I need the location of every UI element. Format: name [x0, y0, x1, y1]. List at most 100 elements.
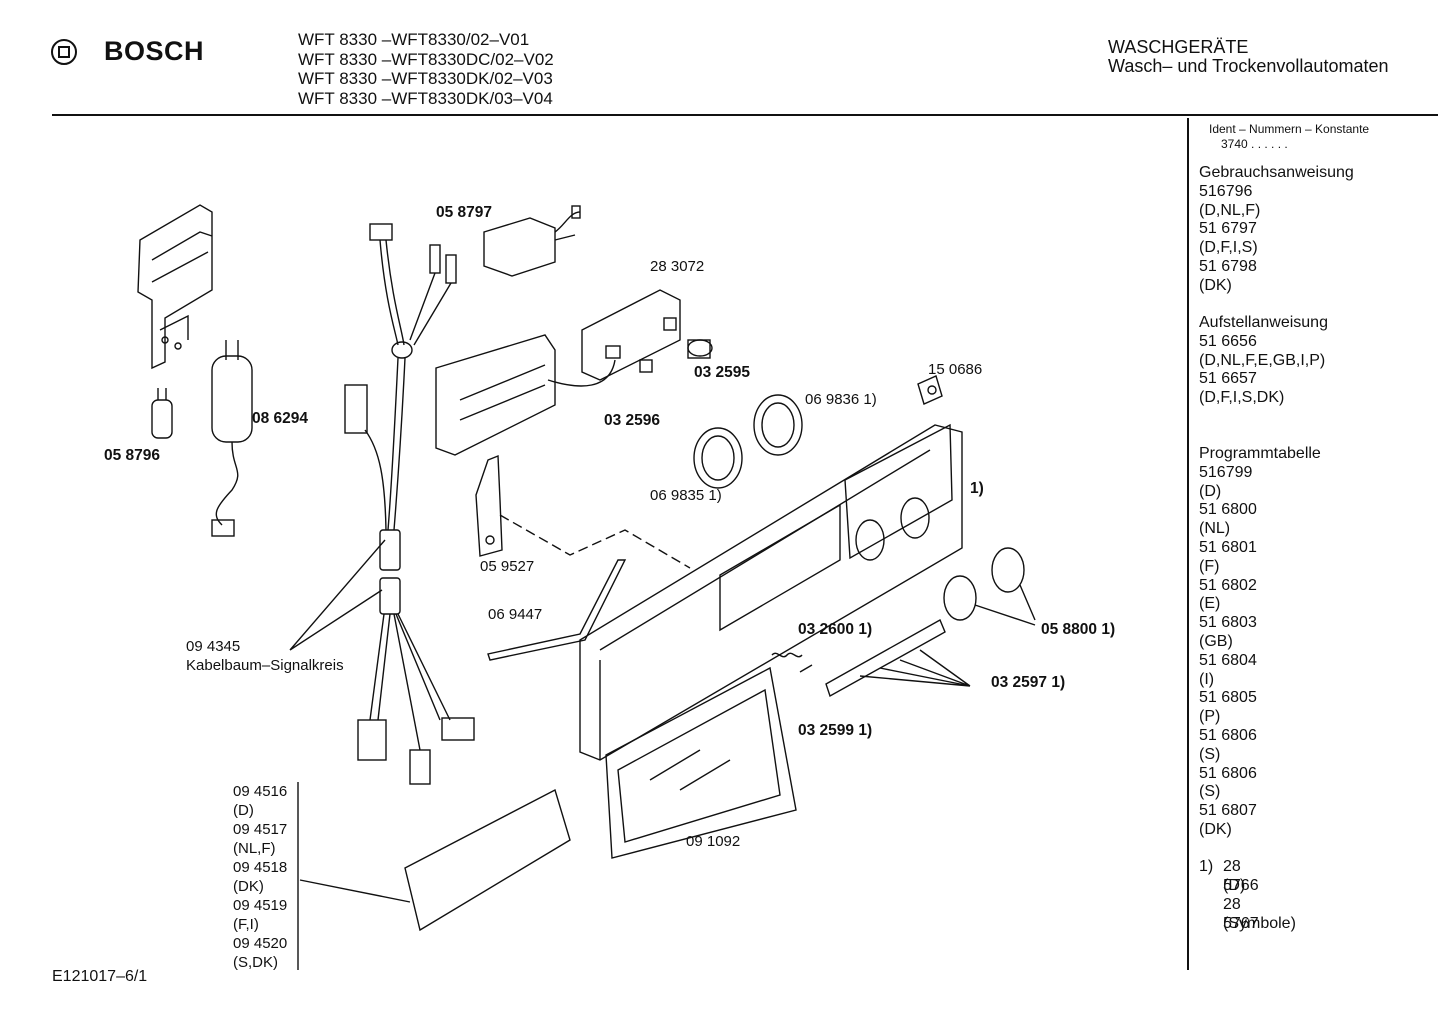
variant-lang: (DK): [233, 878, 264, 895]
doc-lang: (NL): [1199, 520, 1231, 538]
doc-number: 51 6804: [1199, 651, 1257, 669]
doc-number: 516799: [1199, 463, 1253, 481]
program-card-part: [297, 782, 571, 970]
model-line: WFT 8330 –WFT8330DK/03–V04: [298, 88, 553, 108]
doc-number: 51 6806: [1199, 726, 1257, 744]
section-aufstell: Aufstellanweisung 51 6656 (D,NL,F,E,GB,I…: [1199, 314, 1328, 408]
doc-number: 51 6798: [1199, 257, 1257, 275]
circuit-board-part: [435, 334, 616, 456]
footnote-line: (Symbole): [1223, 915, 1296, 932]
doc-lang: (D,NL,F,E,GB,I,P): [1199, 351, 1326, 369]
ident-title: Ident – Nummern – Konstante: [1209, 122, 1370, 136]
doc-lang: (D): [1199, 482, 1222, 500]
exploded-view-diagram: [137, 204, 1036, 970]
part-label: 03 2600 1): [798, 621, 873, 638]
footnote-line: (D): [1223, 877, 1246, 894]
doc-lang: (D,F,I,S): [1199, 239, 1258, 257]
bosch-logo-icon: [51, 39, 77, 65]
doc-lang: (D,F,I,S,DK): [1199, 389, 1285, 407]
switch-part: [483, 205, 581, 277]
part-label: 03 2599 1): [798, 722, 873, 739]
doc-lang: (I): [1199, 670, 1215, 688]
door-flap-part: [605, 666, 797, 859]
doc-lang: (S): [1199, 745, 1221, 763]
variant-number: 09 4516: [233, 783, 288, 800]
doc-lang: (S): [1199, 783, 1221, 801]
part-label: 08 6294: [252, 410, 309, 427]
part-label: 05 8797: [436, 204, 493, 221]
doc-lang: (F): [1199, 557, 1220, 575]
model-line: WFT 8330 –WFT8330/02–V01: [298, 30, 530, 49]
section-gebrauch: Gebrauchsanweisung 516796 (D,NL,F) 51 67…: [1199, 164, 1354, 296]
section-programm: Programmtabelle 516799 (D) 51 6800 (NL) …: [1199, 445, 1321, 840]
lamp-part: [687, 339, 713, 359]
doc-number: 51 6805: [1199, 689, 1257, 707]
clip-part: [917, 375, 943, 405]
footnote-line: 28 5767: [1223, 896, 1259, 932]
variant-lang: (NL,F): [233, 840, 276, 857]
variant-number: 09 4520: [233, 935, 288, 952]
part-label: 09 1092: [686, 833, 741, 850]
part-label: 15 0686: [928, 361, 983, 378]
bracket-part: [137, 204, 213, 370]
suppressor-part: [211, 340, 253, 537]
spring-part: [771, 652, 813, 673]
part-label: 05 8800 1): [1041, 621, 1116, 638]
module-board-part: [581, 289, 681, 381]
section-title: Aufstellanweisung: [1199, 314, 1328, 331]
model-line: WFT 8330 –WFT8330DK/02–V03: [298, 69, 553, 88]
variant-lang: (S,DK): [233, 954, 278, 971]
variant-list: 09 4516 (D) 09 4517 (NL,F) 09 4518 (DK) …: [233, 782, 287, 972]
doc-number: 51 6803: [1199, 614, 1257, 632]
part-label: 06 9835 1): [650, 487, 722, 504]
part-label: 1): [970, 480, 984, 497]
knob-part: [943, 547, 1036, 626]
part-label: 03 2597 1): [991, 674, 1066, 691]
doc-number: 51 6801: [1199, 538, 1257, 556]
control-panel-part: [579, 423, 963, 761]
holder-part: [475, 454, 503, 557]
category-title: WASCHGERÄTE: [1108, 37, 1249, 57]
variant-lang: (D): [233, 802, 254, 819]
section-title: Programmtabelle: [1199, 445, 1321, 462]
part-label: 05 8796: [104, 447, 161, 464]
footnote-marker: 1): [1199, 858, 1214, 875]
doc-lang: (D,NL,F): [1199, 201, 1261, 219]
brand-name: BOSCH: [104, 36, 205, 66]
part-label: 03 2596: [604, 412, 661, 429]
part-label: 09 4345: [186, 638, 241, 655]
footnote: 1) 28 5766 (D) 28 5767 (Symbole): [1199, 857, 1296, 932]
knob-ring-part: [693, 394, 803, 489]
doc-number: 51 6807: [1199, 802, 1257, 820]
wiring-harness-part: [289, 223, 475, 785]
variant-number: 09 4517: [233, 821, 288, 838]
part-label: 06 9836 1): [805, 391, 877, 408]
doc-number: 51 6802: [1199, 576, 1257, 594]
model-list: WFT 8330 –WFT8330/02–V01 WFT 8330 –WFT83…: [298, 30, 554, 108]
doc-number: 51 6656: [1199, 332, 1257, 350]
variant-number: 09 4519: [233, 897, 288, 914]
doc-number: 51 6806: [1199, 764, 1257, 782]
variant-number: 09 4518: [233, 859, 288, 876]
doc-lang: (P): [1199, 708, 1221, 726]
rod-part: [487, 559, 627, 661]
section-title: Gebrauchsanweisung: [1199, 164, 1354, 181]
ident-block: Ident – Nummern – Konstante 3740 . . . .…: [1209, 122, 1369, 152]
drawing-code: E121017–6/1: [52, 968, 148, 985]
doc-lang: (DK): [1199, 820, 1232, 838]
category: WASCHGERÄTE Wasch– und Trockenvollautoma…: [1108, 38, 1389, 76]
model-line: WFT 8330 –WFT8330DC/02–V02: [298, 49, 554, 69]
doc-number: 51 6800: [1199, 501, 1257, 519]
header-divider: [52, 114, 1438, 116]
part-label: 28 3072: [650, 258, 705, 275]
doc-lang: (E): [1199, 595, 1221, 613]
part-label: 05 9527: [480, 558, 535, 575]
doc-number: 516796: [1199, 182, 1253, 200]
doc-lang: (GB): [1199, 632, 1233, 650]
capacitor-small-part: [151, 388, 173, 439]
part-label: 06 9447: [488, 606, 543, 623]
ident-value: 3740 . . . . . .: [1221, 137, 1288, 151]
category-subtitle: Wasch– und Trockenvollautomaten: [1108, 56, 1389, 76]
footnote-line: 28 5766: [1223, 858, 1259, 894]
doc-lang: (DK): [1199, 276, 1232, 294]
